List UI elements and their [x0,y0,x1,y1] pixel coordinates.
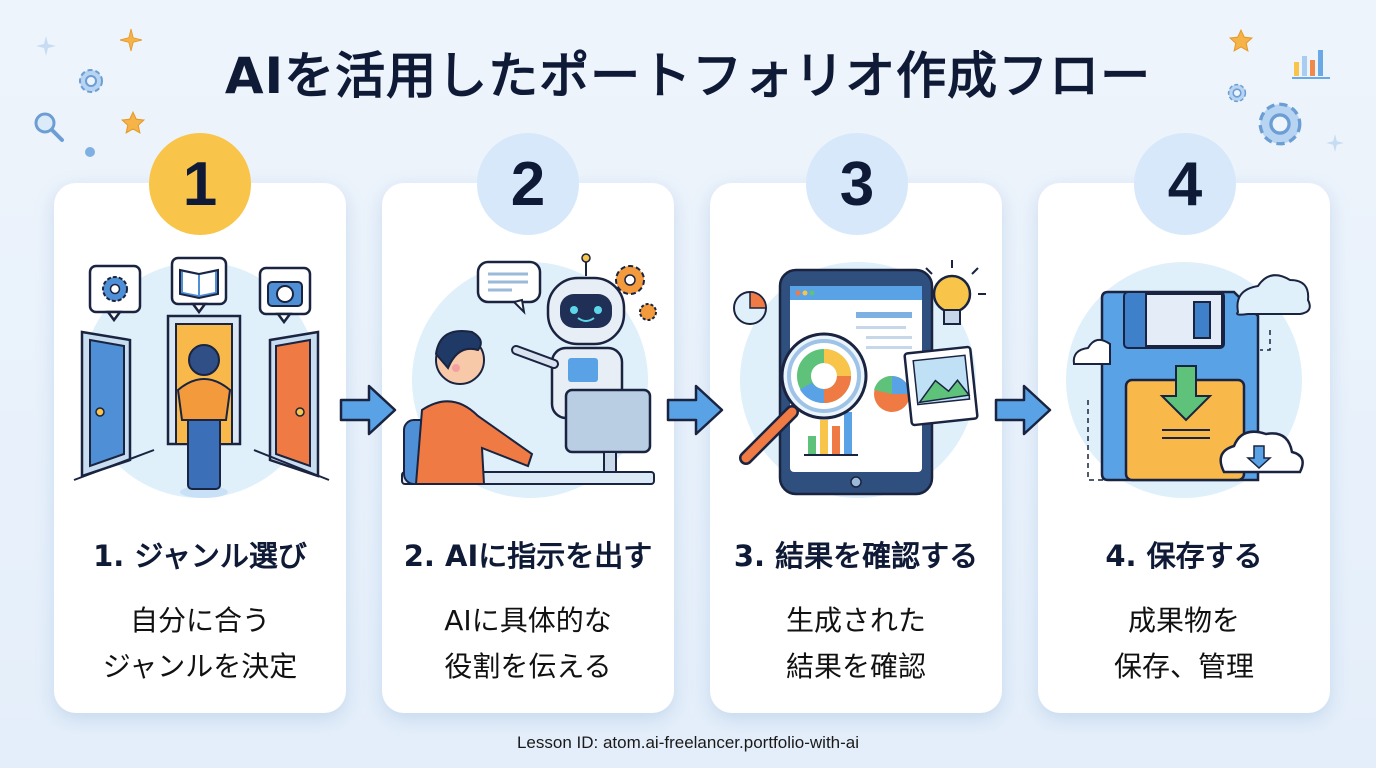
flow-arrow-icon [994,384,1052,436]
step-title-2: 2. AIに指示を出す [403,539,653,573]
sparkle-icon [1326,134,1344,152]
photo-icon [903,345,979,427]
cloud-download-icon [1219,430,1304,474]
flow-arrow-icon [339,384,397,436]
blue-door-icon [80,330,132,478]
page-title: AIを活用したポートフォリオ作成フロー [224,47,1152,105]
pie-bubble-icon [733,291,767,325]
description-line: 生成された [785,604,926,637]
gear-icon [1258,102,1302,146]
tablet-illustration [733,260,986,498]
description-line: 自分に合う [129,604,270,637]
step-description-4: 成果物を 保存、管理 [1038,598,1330,690]
description-line: 成果物を [1127,604,1240,637]
magnifier-icon [34,112,64,142]
star-icon [1228,28,1254,52]
step-number-badge-4: 4 [1134,133,1236,235]
speech-bubble-icon [476,260,542,315]
bar-chart-icon [1292,50,1330,79]
step-description-2: AIに具体的な 役割を伝える [382,598,674,690]
step-number-badge-3: 3 [806,133,908,235]
dot-icon [85,147,95,157]
description-line: ジャンルを決定 [102,650,298,683]
floppy-disk-icon [1100,290,1260,482]
step-number-badge-1: 1 [149,133,251,235]
step-description-1: 自分に合う ジャンルを決定 [54,598,346,690]
star-icon [120,110,146,134]
step-title-1: 1. ジャンル選び [93,539,307,573]
gear-icon [1227,83,1247,103]
floppy-illustration [1066,262,1311,498]
gear-icon [79,69,103,93]
book-bubble-icon [170,256,228,315]
step-description-3: 生成された 結果を確認 [710,598,1002,690]
sparkle-icon [36,36,56,56]
description-line: 結果を確認 [785,650,926,683]
gear-icon [615,265,657,321]
step-title-4: 4. 保存する [1105,539,1263,573]
magnifier-icon [739,332,868,465]
doors-illustration [73,256,330,498]
cloud-icon [1072,274,1311,365]
sparkle-icon [120,28,142,52]
lightbulb-icon [925,260,986,325]
flow-arrow-icon [666,384,724,436]
person-icon [176,344,232,498]
step-number-badge-2: 2 [477,133,579,235]
robot-illustration [401,253,657,498]
lesson-id: Lesson ID: atom.ai-freelancer.portfolio-… [516,733,860,752]
monitor-icon [564,388,652,475]
description-line: 保存、管理 [1113,650,1254,683]
person-icon [403,330,534,485]
step-title-3: 3. 結果を確認する [733,539,979,573]
gear-bubble-icon [88,264,142,323]
description-line: 役割を伝える [444,650,612,683]
description-line: AIに具体的な [444,604,612,637]
orange-door-icon [268,330,320,478]
camera-bubble-icon [258,266,312,325]
